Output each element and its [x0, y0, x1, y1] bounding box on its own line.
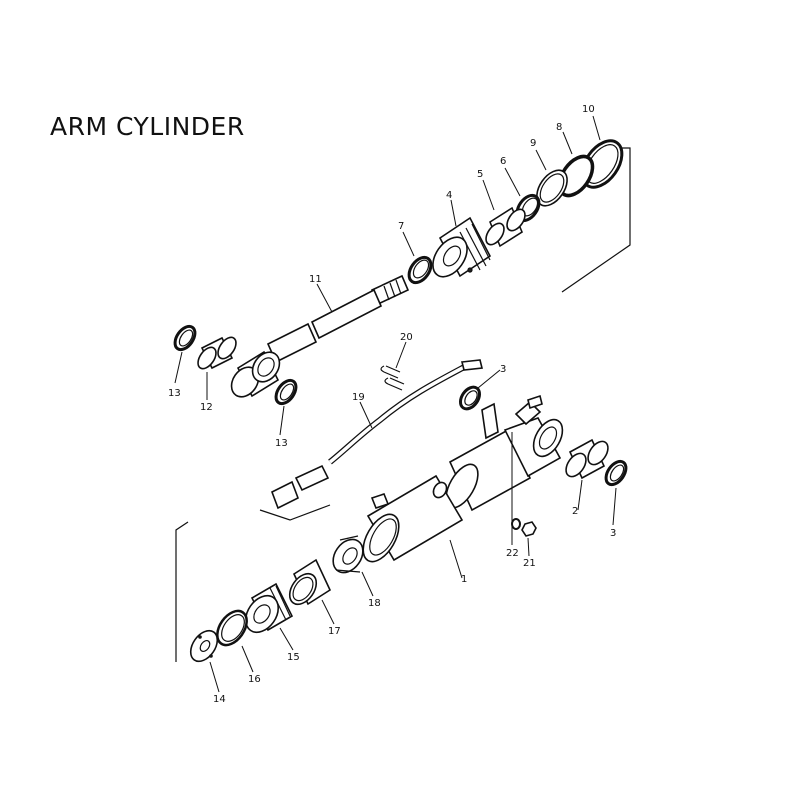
- part-15-piston: [244, 582, 294, 634]
- callout-20: 20: [400, 332, 413, 343]
- callout-9: 9: [530, 138, 536, 149]
- part-22-washer: [511, 518, 521, 530]
- leader-lines: [174, 115, 617, 693]
- part-8-backup-ring: [557, 154, 595, 198]
- callout-10: 10: [582, 104, 595, 115]
- part-2-bushing: [565, 438, 609, 480]
- part-5-bushing: [485, 206, 526, 248]
- callout-11: 11: [309, 274, 322, 285]
- part-13-dust-seal-left: [173, 324, 197, 352]
- page-title: ARM CYLINDER: [50, 112, 245, 141]
- callout-3-lower: 3: [610, 528, 616, 539]
- callout-2: 2: [572, 506, 578, 517]
- callout-5: 5: [477, 169, 483, 180]
- part-19-pipe: [270, 359, 483, 510]
- callout-13-left: 13: [168, 388, 181, 399]
- part-7-seal: [407, 255, 433, 285]
- callout-4: 4: [446, 190, 452, 201]
- part-13-dust-seal-right: [274, 378, 298, 406]
- part-21-nut: [521, 521, 537, 537]
- part-20-u-clamp: [380, 365, 405, 391]
- part-14-plate: [189, 629, 219, 663]
- part-3-seal-upper: [458, 385, 482, 411]
- callout-14: 14: [213, 694, 226, 705]
- part-1-tube-bottom: [445, 394, 564, 512]
- callouts: 10 8 9 6 5 4 7 11 20 3 13 12 19 13 2 3 2…: [168, 104, 616, 705]
- callout-22: 22: [506, 548, 519, 559]
- part-4-cylinder-head: [432, 216, 492, 278]
- part-1-cylinder-tube: [362, 474, 464, 563]
- part-18-nut: [332, 535, 364, 574]
- callout-17: 17: [328, 626, 341, 637]
- part-12-bushing: [197, 336, 237, 370]
- part-9-ring: [536, 169, 568, 207]
- part-3-seal-lower: [604, 459, 628, 487]
- part-11-piston-rod: [230, 274, 410, 398]
- callout-21: 21: [523, 558, 536, 569]
- group-bracket-upper: [561, 147, 631, 293]
- callout-1: 1: [461, 574, 467, 585]
- callout-15: 15: [287, 652, 300, 663]
- callout-18: 18: [368, 598, 381, 609]
- callout-8: 8: [556, 122, 562, 133]
- callout-12: 12: [200, 402, 213, 413]
- group-bracket-lower: [175, 521, 189, 662]
- part-17-ring: [288, 558, 332, 606]
- callout-6: 6: [500, 156, 506, 167]
- callout-19: 19: [352, 392, 365, 403]
- callout-13-right: 13: [275, 438, 288, 449]
- part-16-wear-ring: [216, 609, 248, 647]
- callout-16: 16: [248, 674, 261, 685]
- callout-7: 7: [398, 221, 404, 232]
- group-bracket-middle: [259, 504, 331, 521]
- callout-3-upper: 3: [500, 364, 506, 375]
